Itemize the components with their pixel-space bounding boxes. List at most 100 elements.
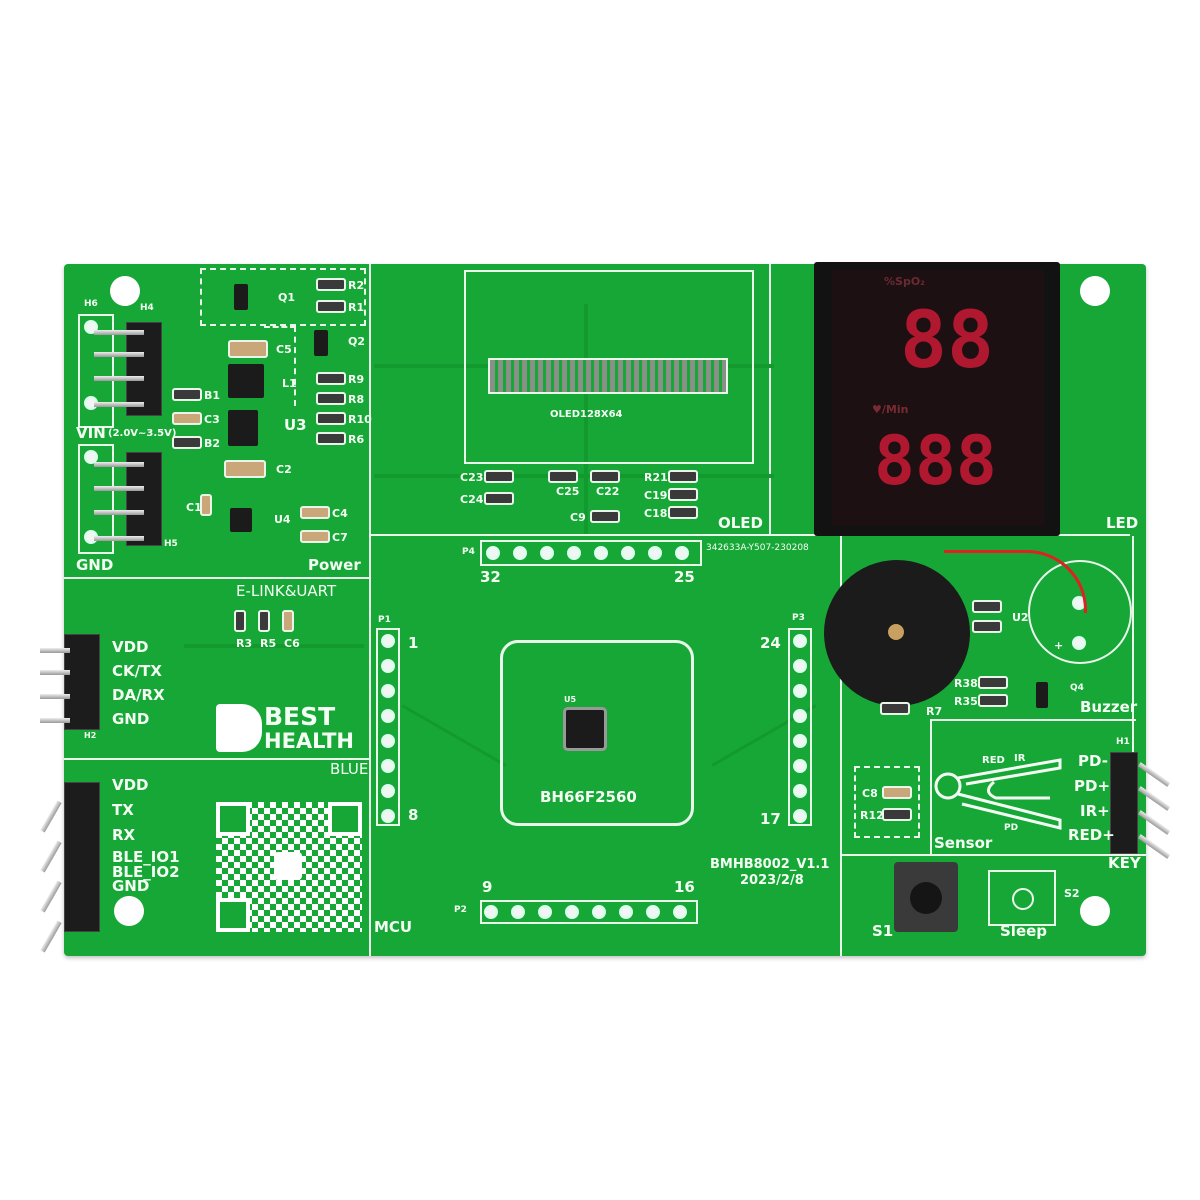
header-pad[interactable]: [486, 546, 500, 560]
header-pad[interactable]: [484, 905, 498, 919]
oled-section-label: OLED: [718, 514, 764, 532]
ref-r35: R35: [954, 695, 978, 708]
vin-label: VIN: [76, 424, 106, 442]
pin-label-vdd: VDD: [112, 776, 149, 794]
p2-header-outline: [480, 900, 698, 924]
header-pad[interactable]: [567, 546, 581, 560]
sensor-pd-label: PD: [1004, 823, 1019, 833]
divider: [930, 719, 1136, 721]
header-pad[interactable]: [381, 684, 395, 698]
qr-code: [216, 802, 362, 932]
finger-clip-sensor-icon: [934, 758, 1062, 830]
ref-c22: C22: [596, 485, 620, 498]
s1-reset-button[interactable]: [894, 862, 958, 932]
header-pad[interactable]: [381, 659, 395, 673]
ref-r38: R38: [954, 677, 978, 690]
led-spo2-label: %SpO₂: [884, 275, 925, 288]
header-pad[interactable]: [594, 546, 608, 560]
oled-outline: [464, 270, 754, 464]
p1-pin-1: 1: [408, 634, 419, 652]
p3-pin-24: 24: [760, 634, 781, 652]
sleep-label: Sleep: [1000, 922, 1048, 940]
c8-r12-outline: [854, 766, 920, 838]
vin-range: (2.0V~3.5V): [108, 428, 177, 439]
header-pad[interactable]: [381, 784, 395, 798]
ref-r5: R5: [260, 637, 277, 650]
ref-q4: Q4: [1070, 683, 1084, 693]
divider: [64, 758, 370, 760]
mounting-hole: [1080, 276, 1110, 306]
header-pad[interactable]: [513, 546, 527, 560]
header-pad[interactable]: [565, 905, 579, 919]
polarity-plus: +: [1054, 639, 1064, 652]
led-top-digits: 88: [900, 296, 994, 386]
pin-label-gnd: GND: [112, 877, 150, 895]
header-pad[interactable]: [793, 634, 807, 648]
ref-c1: C1: [186, 501, 202, 514]
header-pad[interactable]: [511, 905, 525, 919]
header-pad[interactable]: [381, 734, 395, 748]
divider: [369, 264, 371, 956]
header-pad[interactable]: [381, 709, 395, 723]
s2-sleep-button[interactable]: [988, 870, 1056, 926]
board-model: BMHB8002_V1.1: [710, 857, 830, 872]
ref-c2: C2: [276, 463, 292, 476]
header-pad[interactable]: [793, 759, 807, 773]
ref-q2: Q2: [348, 335, 366, 348]
ref-c4: C4: [332, 507, 348, 520]
vin-header[interactable]: [126, 322, 162, 416]
ref-r3: R3: [236, 637, 253, 650]
pin-label-ble-io1: BLE_IO1: [112, 848, 180, 866]
pin-label-da-rx: DA/RX: [112, 686, 165, 704]
ref-s1: S1: [872, 922, 894, 940]
ref-p3: P3: [792, 613, 805, 623]
l1-inductor: [228, 364, 264, 398]
header-pad[interactable]: [646, 905, 660, 919]
ref-h4: H4: [140, 303, 154, 313]
header-pad[interactable]: [793, 684, 807, 698]
p1-header-outline: [376, 628, 400, 826]
ref-r6: R6: [348, 433, 365, 446]
mcu-section-label: MCU: [374, 918, 413, 936]
header-pad[interactable]: [381, 634, 395, 648]
header-pad[interactable]: [793, 784, 807, 798]
header-pad[interactable]: [793, 734, 807, 748]
mounting-hole: [114, 896, 144, 926]
mcu-chip-label: BH66F2560: [540, 788, 637, 806]
header-pad[interactable]: [592, 905, 606, 919]
divider: [930, 719, 932, 855]
gnd-header[interactable]: [126, 452, 162, 546]
header-pad[interactable]: [381, 759, 395, 773]
header-pad[interactable]: [619, 905, 633, 919]
led-bpm-label: ♥/Min: [872, 403, 909, 416]
ble-header[interactable]: [64, 782, 100, 932]
header-pad[interactable]: [793, 809, 807, 823]
ref-p4: P4: [462, 547, 475, 557]
header-pad[interactable]: [538, 905, 552, 919]
header-pad[interactable]: [621, 546, 635, 560]
header-pad[interactable]: [540, 546, 554, 560]
divider: [840, 854, 1146, 856]
led-section-label: LED: [1106, 514, 1139, 532]
header-pad[interactable]: [381, 809, 395, 823]
led-display: %SpO₂ 88 ♥/Min 888: [814, 262, 1060, 536]
ref-h6: H6: [84, 299, 98, 309]
pin-label-pd-plus: PD+: [1074, 777, 1111, 795]
header-pad[interactable]: [673, 905, 687, 919]
p4-pin-32: 32: [480, 568, 501, 586]
h6-outline: [78, 314, 114, 428]
ref-u4: U4: [274, 513, 291, 526]
divider: [370, 534, 1130, 536]
sensor-header[interactable]: [1110, 752, 1138, 854]
divider: [64, 577, 370, 579]
u3-regulator: [228, 410, 258, 446]
ref-u2: U2: [1012, 611, 1029, 624]
ref-r7: R7: [926, 705, 943, 718]
ref-c23: C23: [460, 471, 484, 484]
header-pad[interactable]: [793, 709, 807, 723]
elink-uart-header[interactable]: [64, 634, 100, 730]
header-pad[interactable]: [793, 659, 807, 673]
header-pad[interactable]: [648, 546, 662, 560]
header-pad[interactable]: [675, 546, 689, 560]
p1-pin-8: 8: [408, 806, 419, 824]
